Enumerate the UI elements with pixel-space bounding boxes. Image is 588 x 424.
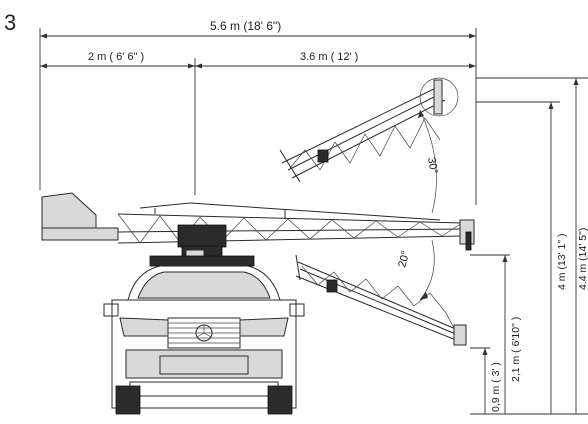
height-max-label: 4.4 m (14' 5")	[577, 228, 588, 290]
height-level-label: 2,1 m ( 6'10" )	[510, 317, 522, 382]
angle-up-label: 30°	[425, 156, 440, 174]
angle-arcs	[418, 109, 437, 301]
crane-arm-lowered	[295, 254, 467, 346]
right-dimension-lines	[470, 77, 588, 415]
height-lowered-label: 0,9 m ( 3' )	[490, 362, 502, 412]
height-raised-label: 4 m (13' 1" )	[556, 234, 568, 291]
figure-number: 3	[4, 10, 16, 35]
car-front-view	[103, 265, 305, 415]
back-length-label: 2 m ( 6' 6" )	[88, 51, 144, 63]
total-length-label: 5.6 m (18' 6")	[210, 19, 281, 33]
crane-head-mount	[149, 224, 255, 267]
angle-down-label: 20°	[396, 250, 412, 269]
crane-arm-horizontal	[41, 192, 475, 251]
front-length-label: 3.6 m ( 12' )	[300, 51, 358, 63]
top-dimension-lines	[39, 28, 477, 205]
